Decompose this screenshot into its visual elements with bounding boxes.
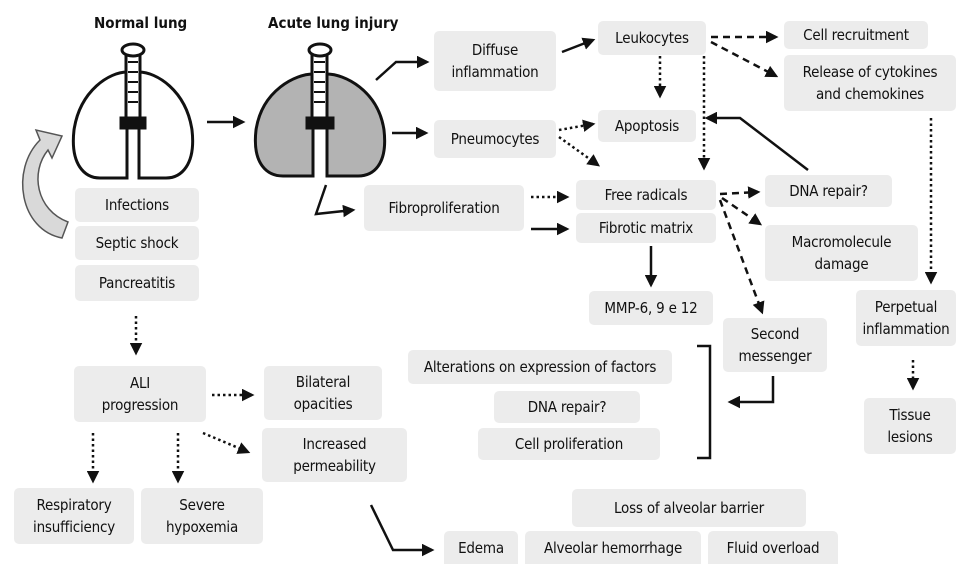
node-cell-recruitment: Cell recruitment [784, 21, 928, 49]
curved-arrow-icon [21, 128, 69, 239]
injured-lung-icon [253, 42, 387, 178]
acute-lung-title: Acute lung injury [268, 14, 399, 32]
normal-lung-title: Normal lung [94, 14, 188, 32]
node-macromolecule-line2: damage [814, 255, 869, 273]
node-cytokines-line1: Release of cytokines [802, 63, 938, 81]
node-ali-progression: ALI progression [74, 366, 206, 422]
node-bilateral-line2: opacities [293, 395, 353, 413]
node-permeability-line2: permeability [293, 457, 376, 475]
node-bilateral-line1: Bilateral [295, 373, 351, 391]
node-respiratory-line2: insufficiency [33, 518, 115, 536]
node-mmp: MMP-6, 9 e 12 [589, 291, 713, 325]
node-perpetual-line1: Perpetual [874, 298, 938, 316]
cause-pancreatitis: Pancreatitis [75, 265, 199, 301]
node-tissue-line1: Tissue [889, 406, 931, 424]
node-ali-line2: progression [101, 396, 179, 414]
node-tissue-lesions: Tissue lesions [864, 398, 956, 454]
node-bilateral-opacities: Bilateral opacities [264, 366, 382, 420]
outcome-hemorrhage: Alveolar hemorrhage [525, 531, 701, 564]
normal-lung-icon [71, 42, 195, 180]
node-perpetual-inflammation: Perpetual inflammation [856, 290, 956, 346]
node-macromolecule: Macromolecule damage [765, 225, 918, 281]
node-diffuse-inflammation: Diffuse inflammation [434, 31, 556, 91]
node-second-messenger: Second messenger [723, 318, 827, 372]
factor-cell-proliferation: Cell proliferation [478, 428, 660, 460]
node-diffuse-line2: inflammation [451, 63, 539, 81]
node-second-line2: messenger [738, 347, 812, 365]
node-apoptosis: Apoptosis [598, 110, 696, 142]
node-fibrotic-matrix: Fibrotic matrix [576, 213, 716, 243]
node-severe-hypoxemia: Severe hypoxemia [141, 488, 263, 544]
node-increased-permeability: Increased permeability [262, 428, 407, 482]
node-respiratory-insufficiency: Respiratory insufficiency [14, 488, 134, 544]
node-pneumocytes: Pneumocytes [434, 120, 556, 158]
cause-septic-shock: Septic shock [75, 226, 199, 260]
outcome-edema: Edema [444, 531, 518, 564]
outcome-loss-barrier: Loss of alveolar barrier [572, 489, 806, 527]
node-cytokines: Release of cytokines and chemokines [784, 55, 956, 111]
node-permeability-line1: Increased [302, 435, 367, 453]
node-respiratory-line1: Respiratory [36, 496, 112, 514]
node-leukocytes: Leukocytes [598, 21, 706, 55]
node-dna-repair: DNA repair? [765, 175, 892, 207]
factor-dna-repair: DNA repair? [494, 391, 640, 423]
node-fibroproliferation: Fibroproliferation [364, 185, 524, 231]
node-hypoxemia-line2: hypoxemia [165, 518, 239, 536]
node-free-radicals: Free radicals [576, 180, 716, 210]
node-ali-line1: ALI [129, 374, 151, 392]
node-hypoxemia-line1: Severe [179, 496, 225, 514]
cause-infections: Infections [75, 188, 199, 222]
node-macromolecule-line1: Macromolecule [791, 233, 892, 251]
node-tissue-line2: lesions [887, 428, 933, 446]
node-diffuse-line1: Diffuse [471, 41, 519, 59]
factor-alterations: Alterations on expression of factors [408, 350, 672, 384]
node-second-line1: Second [750, 325, 800, 343]
outcome-fluid-overload: Fluid overload [708, 531, 838, 564]
node-cytokines-line2: and chemokines [815, 85, 924, 103]
node-perpetual-line2: inflammation [862, 320, 950, 338]
